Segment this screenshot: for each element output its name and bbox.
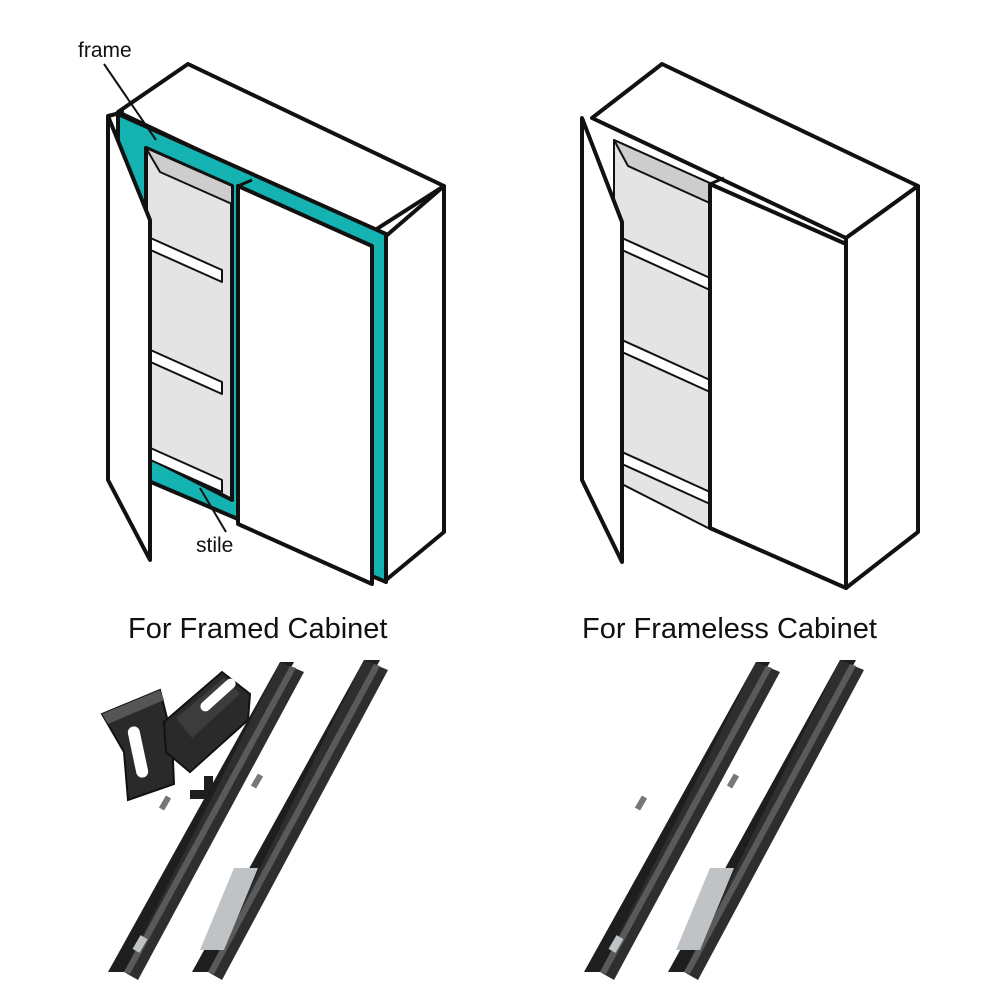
drawer-slide-icon: [584, 660, 864, 980]
frame-label: frame: [78, 39, 132, 62]
cabinet-side: [844, 184, 920, 590]
framed-cabinet: [103, 62, 446, 586]
stile-callout-line: [199, 487, 227, 533]
frameless-cabinet: [580, 62, 920, 590]
cabinet-side: [384, 184, 446, 582]
frame-callout-line: [103, 63, 157, 141]
right-door: [708, 182, 848, 590]
left-door: [106, 114, 152, 562]
framed-caption: For Framed Cabinet: [128, 613, 388, 645]
frameless-caption: For Frameless Cabinet: [582, 613, 877, 645]
left-door: [580, 116, 624, 564]
right-door: [236, 184, 374, 586]
stile-label: stile: [196, 534, 233, 557]
interior-top-wall: [145, 147, 233, 205]
rear-mounting-bracket-icon: [100, 670, 252, 802]
cabinet-interior: [144, 146, 234, 502]
